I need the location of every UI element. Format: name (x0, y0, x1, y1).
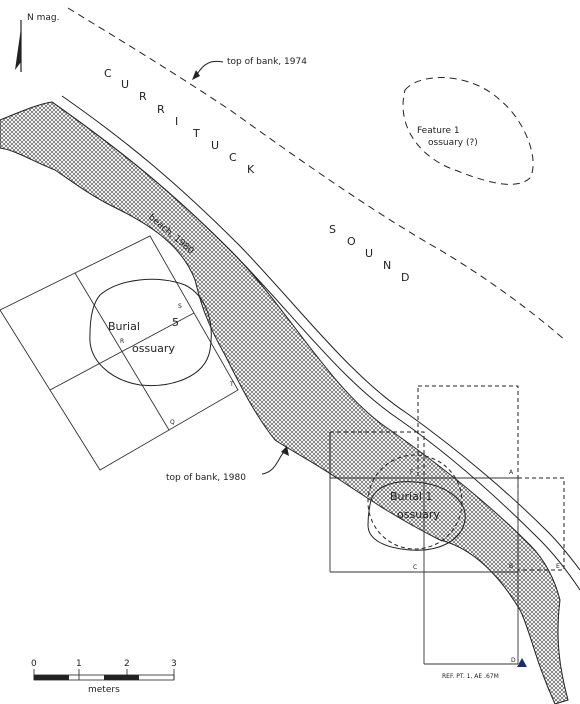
sound-letter: C (104, 67, 112, 80)
stake-label: S (178, 303, 182, 310)
burial5-num: 5 (172, 316, 179, 329)
scale-bar: 0 1 2 3 meters (31, 659, 177, 695)
stake-label: B (509, 563, 513, 570)
feature1-label-2: ossuary (?) (428, 138, 478, 148)
bank-1980-arrowhead (281, 446, 289, 456)
burial5-word: Burial (108, 320, 140, 333)
stake-label: F (410, 469, 414, 476)
stake-label: Q (170, 419, 175, 426)
bank-1980-pointer (261, 451, 285, 475)
burial5-grid: Burial 5 ossuary S R T Q (0, 235, 239, 471)
stake-label: R (120, 338, 124, 345)
beach-1980-area (0, 101, 569, 704)
scale-tick-label: 2 (124, 659, 130, 669)
bank-1974-line (67, 7, 566, 341)
burial5-sub: ossuary (132, 342, 175, 355)
water-body-label: C U R R I T U C K S O U N D (104, 67, 409, 284)
scale-unit: meters (88, 685, 120, 695)
burial5-outline (89, 278, 212, 387)
stake-label: T (229, 381, 234, 388)
bank-1974-arrowhead (192, 70, 200, 80)
sound-letter: C (229, 151, 237, 164)
stake-label: C (413, 564, 417, 571)
scale-tick-label: 1 (76, 659, 82, 669)
ref-point-label: REF. PT. 1, AE .67M (442, 673, 499, 680)
sound-letter: I (175, 115, 178, 128)
bank-1974-label: top of bank, 1974 (227, 57, 307, 67)
burial1-sub: ossuary (397, 508, 440, 521)
ref-point-marker (517, 658, 527, 667)
burial1-grid: Burial 1 ossuary F A C B E D (329, 385, 565, 665)
burial1-word: Burial 1 (390, 490, 432, 503)
north-arrow: N mag. (15, 13, 59, 72)
sound-letter: U (211, 139, 219, 152)
sound-letter: K (247, 163, 255, 176)
north-label: N mag. (27, 13, 59, 23)
sound-letter: U (365, 247, 373, 260)
burial1-circle (367, 454, 463, 550)
sound-letter: T (192, 127, 200, 140)
sound-letter: R (157, 103, 165, 116)
shoreline-inner (61, 95, 580, 571)
stake-label: E (556, 563, 560, 570)
scale-tick-label: 3 (171, 659, 177, 669)
feature1-label-1: Feature 1 (417, 126, 460, 136)
feature1-outline (402, 77, 534, 185)
sound-letter: U (121, 78, 129, 91)
burial1-outline (367, 481, 466, 551)
sound-letter: S (329, 223, 336, 236)
sound-letter: O (347, 235, 356, 248)
stake-label: A (509, 469, 514, 476)
sound-letter: N (383, 259, 391, 272)
scale-tick-label: 0 (31, 659, 37, 669)
sound-letter: D (401, 271, 409, 284)
bank-1974-pointer (195, 60, 224, 77)
stake-label: D (511, 657, 516, 664)
bank-1980-label: top of bank, 1980 (166, 473, 246, 483)
sound-letter: R (139, 90, 147, 103)
